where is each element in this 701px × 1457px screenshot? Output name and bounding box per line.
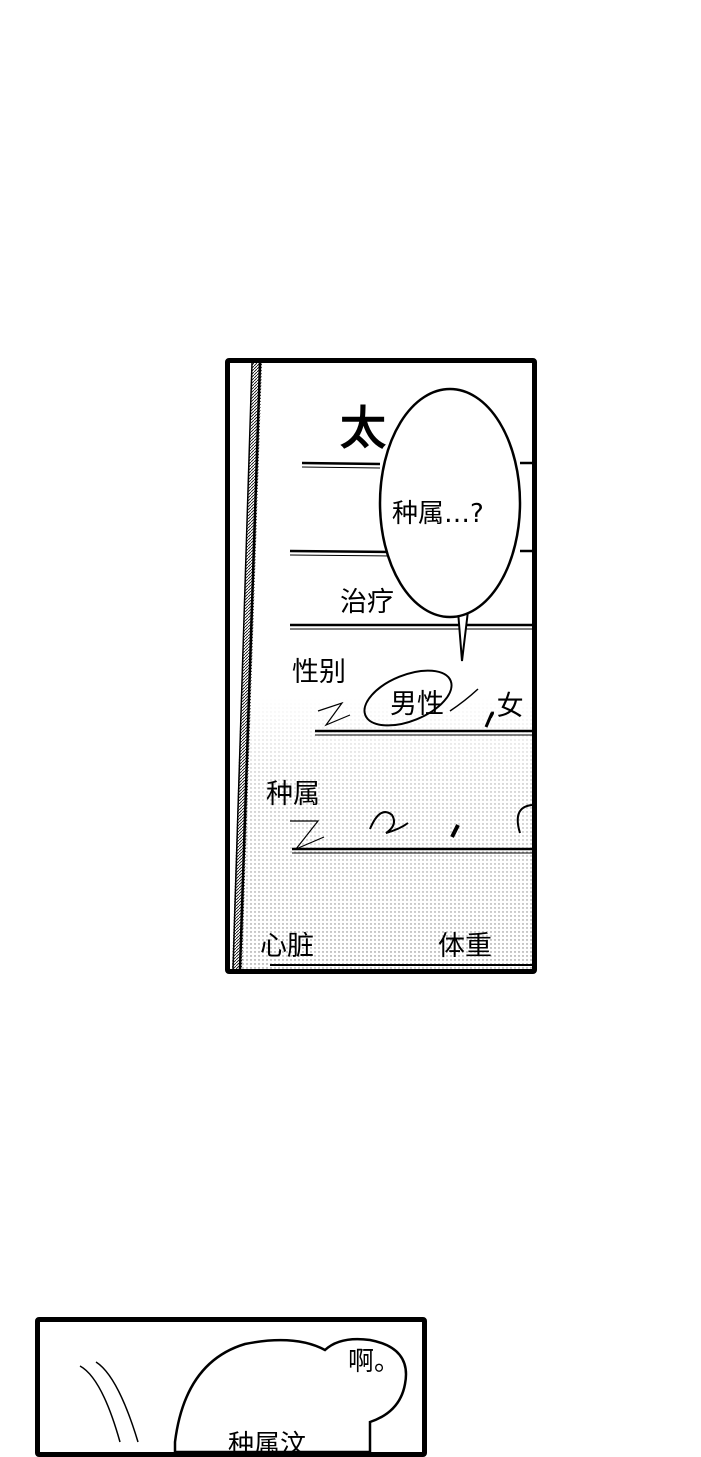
label-treatment: 治疗 bbox=[340, 587, 394, 618]
label-weight: 体重 bbox=[438, 931, 492, 962]
value-gender-male: 男性 bbox=[390, 689, 444, 720]
comic-panel-form: 太 种属…? 治疗 性别 男性 ,女 种属 心脏 体重 bbox=[225, 358, 537, 974]
label-heart: 心脏 bbox=[260, 931, 314, 962]
speech-bubble-text: 种属…? bbox=[392, 499, 484, 529]
speech-text-top: 啊。 bbox=[348, 1347, 401, 1377]
selection-circle bbox=[363, 669, 453, 727]
label-gender: 性别 bbox=[292, 657, 346, 688]
heading-char: 太 bbox=[340, 401, 386, 455]
speech-bubble bbox=[173, 1337, 408, 1452]
bubble-art bbox=[79, 1337, 408, 1452]
value-gender-female: ,女 bbox=[488, 691, 524, 722]
speech-bubble bbox=[378, 387, 522, 662]
comic-panel-bottom: 啊。 种属汶 bbox=[35, 1317, 427, 1457]
speech-text-bottom: 种属汶 bbox=[228, 1430, 307, 1457]
handwriting-scribble bbox=[369, 712, 532, 838]
form-lines bbox=[270, 461, 532, 966]
label-species: 种属 bbox=[266, 779, 320, 810]
form-paper-art bbox=[230, 363, 532, 969]
